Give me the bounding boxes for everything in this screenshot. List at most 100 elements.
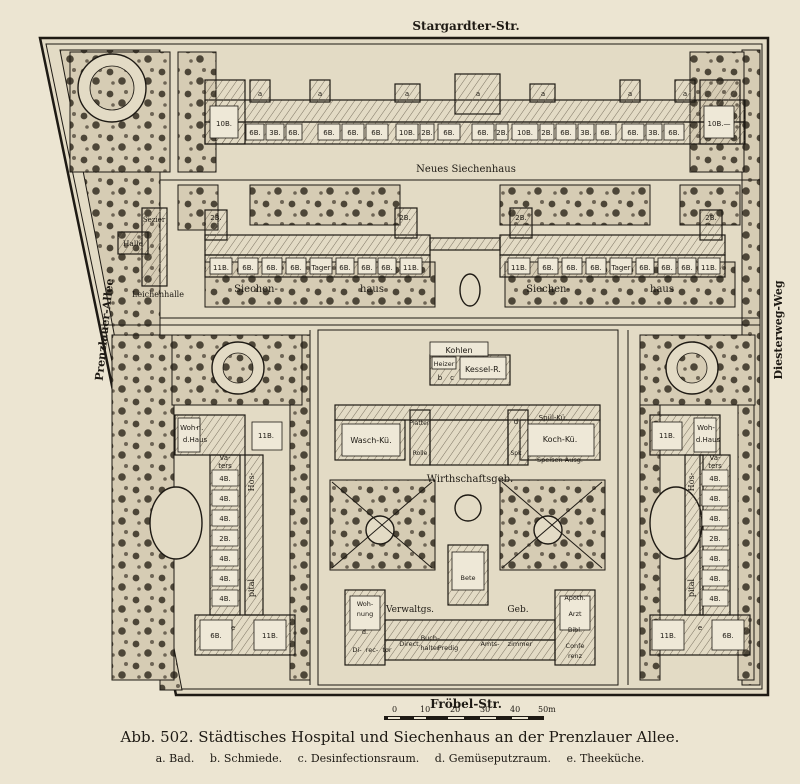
room-label-north: 10B. (517, 129, 533, 137)
room-label-second-small: 2B. (705, 214, 716, 222)
room-label-bath: a (628, 90, 632, 98)
figure-legend: a. Bad. b. Schmiede. c. Desinfectionsrau… (0, 752, 800, 765)
room-label-kessel: Kessel-R. (465, 365, 501, 374)
room-label-plaetten: Plätten (409, 420, 430, 427)
room-label-admin: Amts- (480, 640, 500, 648)
room-label-north: 2B. (496, 129, 507, 137)
scale-tick-10: 10 (420, 705, 430, 714)
room-label-second-west: 6B. (339, 264, 350, 272)
room-label-west-wing: Woh- (180, 424, 198, 432)
room-label-west-wing: ters (218, 462, 232, 470)
room-label-second-west: 6B. (290, 264, 301, 272)
legend-item-e: e. Theeküche. (566, 752, 645, 765)
room-label-bath: a (541, 90, 545, 98)
room-label-admin: Direct. (399, 640, 421, 648)
scale-tick-0: 0 (392, 705, 397, 714)
room-label-second-east: 6B. (639, 264, 650, 272)
label-hospital-e-2: pital (687, 578, 696, 597)
room-label-bath: a (405, 90, 409, 98)
room-label-second-east: 6B. (590, 264, 601, 272)
room-label-c: c (450, 374, 454, 382)
room-label-second-east: 6B. (681, 264, 692, 272)
room-label-north: 6B. (371, 129, 382, 137)
label-hospital-e-1: Hos- (687, 472, 696, 491)
room-label-speisen: Speisen-Ausg. (537, 456, 583, 464)
room-label-second-west: 11B. (403, 264, 419, 272)
room-label-koch: Koch-Kü. (543, 435, 578, 444)
room-label-west-wing: 4B. (219, 475, 230, 483)
room-label-kohlen: Kohlen (445, 346, 472, 355)
room-label-east-wing: 4B. (709, 475, 720, 483)
wing-column-cells (211, 469, 729, 607)
room-label-west-wing: 11B. (262, 632, 278, 640)
label-wirthschaftsgeb: Wirthschaftsgeb. (427, 474, 513, 485)
label-sezier: Sezier (143, 216, 166, 224)
room-label-north: 10B. (216, 120, 232, 128)
room-label-north: 6B. (600, 129, 611, 137)
room-label-second-west: 6B. (361, 264, 372, 272)
room-label-west-wing: Vä- (219, 454, 231, 462)
room-label-heizer: Heizer (434, 360, 455, 368)
room-label-west-wing: 4B. (219, 515, 230, 523)
room-label-admin: Confe (566, 642, 585, 650)
label-geb: Geb. (507, 605, 528, 615)
room-label-west-wing: n. (197, 424, 204, 432)
legend-item-c: c. Desinfectionsraum. (297, 752, 420, 765)
room-label-west-wing: 4B. (219, 555, 230, 563)
road-outlines (100, 179, 760, 686)
room-label-second-west: 6B. (381, 264, 392, 272)
room-label-second-west: 6B. (266, 264, 277, 272)
central-garden-paths (331, 481, 603, 569)
room-label-admin: renz (568, 652, 583, 660)
scale-tick-40: 40 (510, 705, 520, 714)
room-label-north: 2B. (541, 129, 552, 137)
room-label-admin: Apoth. (564, 594, 585, 602)
room-label-second-small: 2B. (399, 214, 410, 222)
room-label-north: 6B. (347, 129, 358, 137)
room-label-east-wing: d.Haus (696, 436, 721, 444)
room-cells (177, 105, 745, 651)
street-north: Stargardter-Str. (412, 19, 519, 33)
label-siechenhaus-w-1: Siechen- (234, 284, 278, 295)
room-label-east-wing: 4B. (709, 515, 720, 523)
room-label-admin: tor (382, 646, 392, 654)
legend-item-d: d. Gemüseputzraum. (434, 752, 551, 765)
room-label-north: 10B.— (708, 120, 731, 128)
room-label-admin: zimmer (508, 640, 533, 648)
room-label-spuel: Spül-Kü. (539, 414, 568, 422)
room-label-second-small: 2B. (210, 214, 221, 222)
room-label-north: 3B. (269, 129, 280, 137)
room-label-west-wing: 11B. (258, 432, 274, 440)
room-label-admin: Predig (438, 644, 458, 652)
room-label-admin: Di- (352, 646, 362, 654)
room-label-west-wing: 4B. (219, 595, 230, 603)
room-label-west-wing: 4B. (219, 575, 230, 583)
room-label-north: 6B. (443, 129, 454, 137)
room-label-admin: d. (362, 628, 368, 636)
room-label-east-wing: Vä- (709, 454, 721, 462)
room-label-b: b (438, 374, 443, 382)
room-label-west-wing: d.Haus (183, 436, 208, 444)
room-label-east-wing: ters (708, 462, 722, 470)
room-label-second-east: Tager (610, 264, 630, 272)
room-label-north: 10B. (399, 129, 415, 137)
room-label-north: 6B. (323, 129, 334, 137)
scale-tick-50: 50m (538, 705, 556, 714)
scale-tick-30: 30 (480, 705, 490, 714)
room-label-admin: Bete (460, 574, 475, 582)
room-labels: 10B. 6B. 3B. 6B. 6B. 6B. 6B. 10B. 2B. 6B. 6B. 2B. 10… (180, 90, 734, 660)
room-label-second-small: 2B. (515, 214, 526, 222)
room-label-bath: a (258, 90, 262, 98)
room-label-d: d (514, 418, 518, 426)
room-label-north: 6B. (560, 129, 571, 137)
room-label-east-wing: 4B. (709, 595, 720, 603)
scale-bar: 0 10 20 30 40 50m (384, 705, 556, 720)
room-label-bath: a (683, 90, 687, 98)
room-label-west-wing: 6B. (210, 632, 221, 640)
room-label-second-east: 11B. (511, 264, 527, 272)
label-siechenhaus-e-2: haus (650, 284, 674, 295)
room-label-east-wing: Woh- (697, 424, 715, 432)
room-label-east-wing: 4B. (709, 555, 720, 563)
room-label-north: 6B. (668, 129, 679, 137)
room-label-east-wing: 2B. (709, 535, 720, 543)
